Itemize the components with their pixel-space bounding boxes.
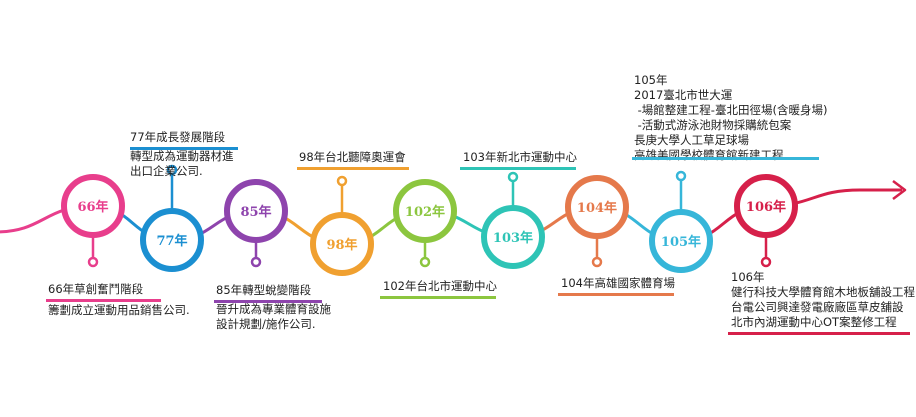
annotation-title: 104年高雄國家體育場 (561, 276, 675, 290)
annotation-line: 出口企業公司. (130, 164, 203, 178)
annotation-rule (728, 332, 910, 335)
annotation-title: 98年台北聽障奧運會 (299, 150, 406, 164)
annotation-line: 2017臺北市世大運 (634, 88, 733, 102)
node-ring (649, 209, 713, 273)
node-ring (310, 212, 374, 276)
node-ring (61, 174, 125, 238)
annotation-rule (380, 296, 496, 299)
annotation-title: 66年草創奮鬥階段 (48, 282, 144, 296)
annotation-line: 設計規劃/施作公司. (216, 317, 316, 331)
annotation-line: 高雄美國學校體育館新建工程 (634, 148, 784, 162)
annotation-line: 晉升成為專業體育設施 (216, 302, 331, 316)
node-label: 66年 (77, 199, 108, 215)
node-label: 102年 (405, 204, 445, 220)
node-stem-dot (166, 164, 178, 176)
node-ring (393, 179, 457, 243)
annotation-line: 台電公司興達發電廠廠區草皮舖設 (731, 300, 904, 314)
annotation-title: 105年 (634, 73, 668, 87)
annotation-title: 77年成長發展階段 (130, 130, 226, 144)
annotation-105: 105年 2017臺北市世大運 -場館整建工程-臺北田徑場(含暖身場) -活動式… (632, 73, 828, 163)
node-label: 103年 (493, 230, 533, 246)
annotation-line: 健行科技大學體育館木地板舖設工程 (731, 285, 915, 299)
annotation-102: 102年台北市運動中心 (380, 279, 497, 299)
annotation-98: 98年台北聽障奧運會 (297, 150, 409, 170)
annotation-rule (632, 157, 819, 160)
node-label: 85年 (240, 204, 271, 220)
annotation-line: 長庚大學人工草足球場 (634, 133, 749, 147)
node-label: 98年 (326, 237, 357, 253)
node-stem-dot (419, 256, 431, 268)
annotation-66: 66年草創奮鬥階段 籌劃成立運動用品銷售公司. (46, 282, 190, 318)
node-ring (481, 205, 545, 269)
annotation-77: 77年成長發展階段 轉型成為運動器材進 出口企業公司. (130, 130, 238, 179)
node-stem-dot (250, 256, 262, 268)
node-ring (224, 179, 288, 243)
annotation-104: 104年高雄國家體育場 (558, 276, 675, 296)
node-label: 105年 (661, 234, 701, 250)
annotation-rule (214, 300, 322, 303)
node-label: 104年 (577, 200, 617, 216)
node-ring (565, 175, 629, 239)
annotation-title: 106年 (731, 270, 765, 284)
annotation-85: 85年轉型蛻變階段 晉升成為專業體育設施 設計規劃/施作公司. (214, 283, 331, 332)
annotation-rule (297, 167, 409, 170)
annotation-line: -活動式游泳池財物採購統包案 (634, 118, 792, 132)
annotation-title: 102年台北市運動中心 (383, 279, 497, 293)
annotation-title: 103年新北市運動中心 (463, 150, 577, 164)
annotation-rule (130, 147, 238, 150)
arrow-head-icon (892, 180, 907, 200)
annotation-line: 轉型成為運動器材進 (130, 149, 234, 163)
node-stem-dot (507, 171, 519, 183)
annotation-rule (460, 167, 576, 170)
node-stem-dot (760, 256, 772, 268)
annotation-106: 106年 健行科技大學體育館木地板舖設工程 台電公司興達發電廠廠區草皮舖設 北市… (728, 270, 915, 335)
node-stem-dot (336, 175, 348, 187)
annotation-line: -場館整建工程-臺北田徑場(含暖身場) (634, 103, 828, 117)
node-label: 106年 (746, 199, 786, 215)
node-label: 77年 (156, 233, 187, 249)
annotation-rule (558, 293, 674, 296)
annotation-line: 北市內湖運動中心OT案整修工程 (731, 315, 897, 329)
node-stem-dot (675, 170, 687, 182)
annotation-title: 85年轉型蛻變階段 (216, 283, 312, 297)
annotation-line: 籌劃成立運動用品銷售公司. (48, 303, 190, 317)
node-stem-dot (591, 256, 603, 268)
annotation-103: 103年新北市運動中心 (460, 150, 577, 170)
annotation-rule (46, 299, 161, 302)
node-ring (140, 208, 204, 272)
node-ring (734, 174, 798, 238)
node-stem-dot (87, 256, 99, 268)
